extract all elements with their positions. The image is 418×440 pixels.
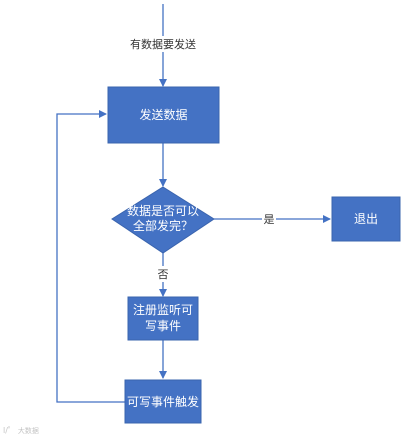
decision-label-line1: 数据是否可以 (127, 203, 199, 218)
register-label-line1: 注册监听可 (133, 302, 193, 317)
yes-label-bg (262, 211, 276, 227)
watermark-logo-icon: l/゜ (3, 426, 16, 435)
loop-back-arrow (56, 110, 125, 403)
yes-label: 是 (264, 213, 275, 226)
entry-label-bg (124, 36, 202, 52)
decision-label-line2: 全部发完？ (133, 218, 193, 233)
watermark-text: 大数据 (17, 427, 39, 435)
exit-node: 退出 (331, 196, 401, 242)
send-data-node: 发送数据 (107, 86, 220, 144)
decision-node: 数据是否可以 全部发完？ (111, 186, 215, 254)
send-data-label: 发送数据 (139, 107, 187, 122)
register-label-line2: 写事件 (145, 319, 181, 333)
entry-label: 有数据要发送 (130, 37, 196, 51)
triggered-label: 可写事件触发 (127, 394, 199, 409)
exit-label: 退出 (354, 212, 378, 226)
no-label-bg (155, 266, 171, 282)
writable-triggered-node: 可写事件触发 (124, 379, 202, 424)
no-label: 否 (158, 268, 169, 281)
register-writable-node: 注册监听可 写事件 (127, 296, 199, 341)
watermark: l/゜大数据 (3, 425, 39, 436)
